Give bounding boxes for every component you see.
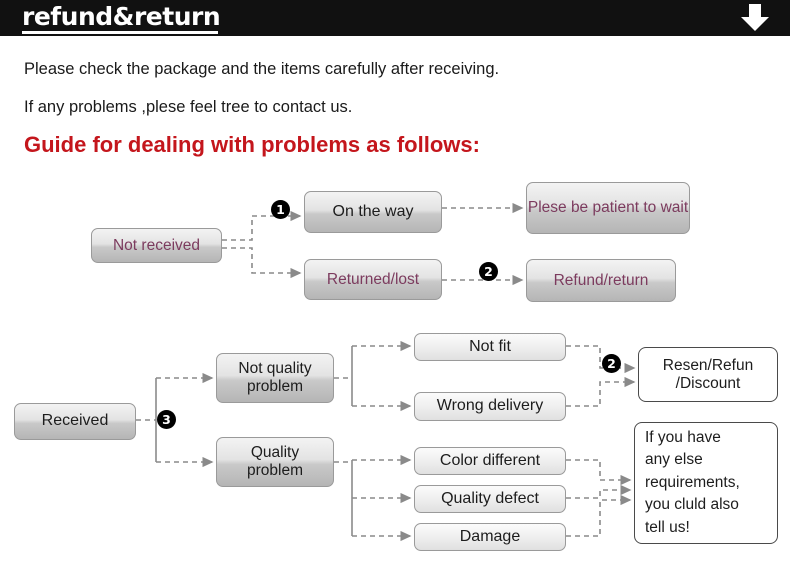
arrow-down-icon bbox=[741, 4, 769, 31]
title-underline bbox=[22, 31, 218, 34]
node-damage[interactable]: Damage bbox=[414, 523, 566, 551]
instruction-line-1: Please check the package and the items c… bbox=[24, 60, 500, 78]
node-patient-to-wait[interactable]: Plese be patient to wait bbox=[526, 182, 690, 234]
guide-heading: Guide for dealing with problems as follo… bbox=[24, 132, 480, 157]
node-wrong-delivery[interactable]: Wrong delivery bbox=[414, 392, 566, 421]
node-refund-return[interactable]: Refund/return bbox=[526, 259, 676, 302]
node-quality-defect[interactable]: Quality defect bbox=[414, 485, 566, 513]
node-not-received[interactable]: Not received bbox=[91, 228, 222, 263]
node-received[interactable]: Received bbox=[14, 403, 136, 440]
node-returned-lost[interactable]: Returned/lost bbox=[304, 259, 442, 300]
node-color-different[interactable]: Color different bbox=[414, 447, 566, 475]
node-not-quality-problem[interactable]: Not quality problem bbox=[216, 353, 334, 403]
node-not-fit[interactable]: Not fit bbox=[414, 333, 566, 361]
page-header: refund&return bbox=[0, 0, 790, 36]
badge-two-bottom: 2 bbox=[602, 354, 621, 373]
page-title: refund&return bbox=[22, 2, 221, 31]
badge-three: 3 bbox=[157, 410, 176, 429]
node-resend-refund-discount[interactable]: Resen/Refun /Discount bbox=[638, 347, 778, 402]
badge-one: 1 bbox=[271, 200, 290, 219]
node-quality-problem[interactable]: Quality problem bbox=[216, 437, 334, 487]
node-on-the-way[interactable]: On the way bbox=[304, 191, 442, 233]
instruction-line-2: If any problems ,plese feel tree to cont… bbox=[24, 98, 353, 116]
badge-two-top: 2 bbox=[479, 262, 498, 281]
node-if-you-have-requirements[interactable]: If you have any else requirements, you c… bbox=[634, 422, 778, 544]
